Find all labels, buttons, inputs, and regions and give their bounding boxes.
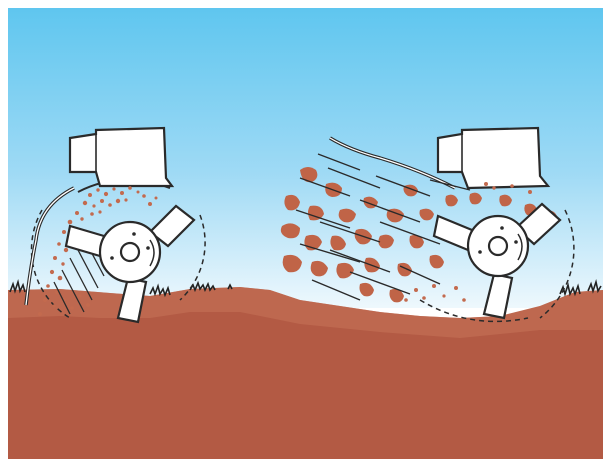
right-tiller [280,126,575,323]
left-rotor-hub-center [119,241,141,263]
right-hose-highlight [329,137,456,189]
right-fine-soil [404,182,532,302]
left-blade-top [148,204,196,248]
left-rotor [64,204,196,324]
right-gearbox [436,126,551,190]
right-blade-bottom [482,272,514,320]
right-rotor [432,202,562,320]
right-motion-lines [295,153,471,301]
left-hose-highlight [25,187,75,306]
right-coarse-soil-clods [280,167,557,303]
loose-soil-strip [8,287,603,338]
left-tiller [24,126,206,324]
left-rotor-path-right [179,214,206,301]
right-rotor-hub-center [487,235,509,257]
right-rotor-path-bottom [419,299,529,323]
